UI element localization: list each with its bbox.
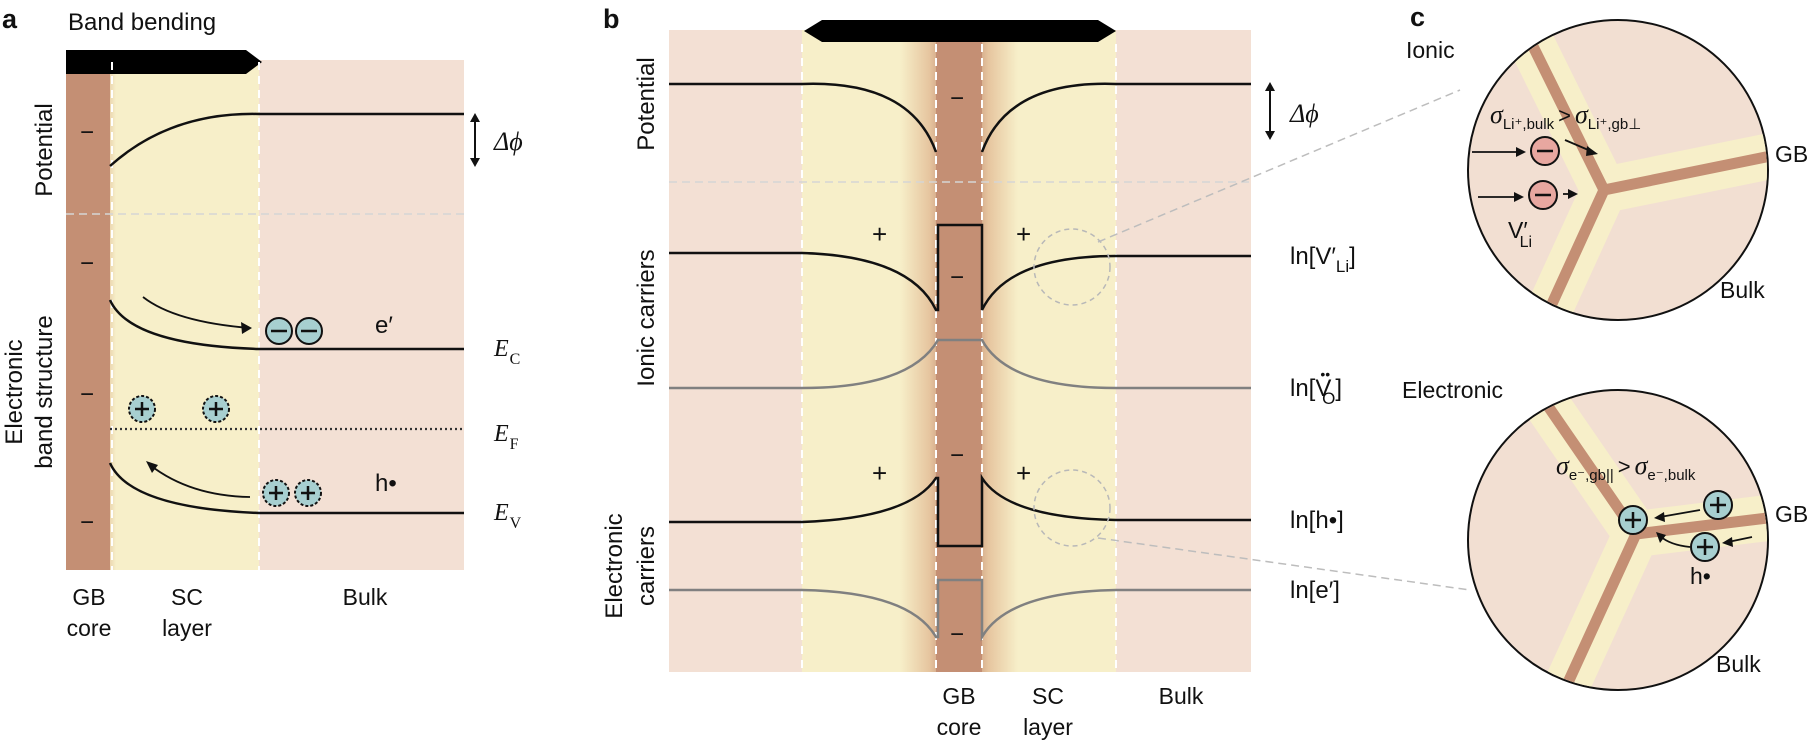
panel-a-delta-phi-label: Δϕ bbox=[493, 127, 523, 156]
panel-a-title: Band bending bbox=[68, 9, 216, 36]
panel-a-ef-label: EF bbox=[493, 421, 519, 453]
panel-b-band-bending-bar bbox=[804, 20, 1116, 42]
panel-c-electronic-title: Electronic bbox=[1402, 377, 1503, 403]
panel-b-plus-4: + bbox=[1016, 458, 1031, 488]
panel-a-sc-layer-label-1: SC bbox=[171, 584, 203, 610]
panel-a: a Band bending Δϕ − − − − bbox=[1, 4, 523, 641]
panel-c-electronic-sigma: σe⁻,gb||>σe⁻,bulk bbox=[1556, 451, 1696, 484]
panel-a-hole-arrow bbox=[149, 464, 251, 498]
panel-b-zoom-circle-ionic bbox=[1033, 228, 1111, 306]
panel-a-gb-minus-2: − bbox=[80, 250, 94, 277]
panel-b-letter: b bbox=[603, 4, 620, 34]
panel-b-ln-h-label: ln[h•] bbox=[1290, 507, 1344, 534]
panel-b-vli-curve bbox=[669, 223, 1251, 312]
panel-a-electron-label: e′ bbox=[375, 312, 393, 339]
panel-b-hole-curve bbox=[669, 473, 1251, 548]
panel-a-letter: a bbox=[2, 4, 18, 34]
panel-b-ln-vo-label: ln[V••O] bbox=[1290, 366, 1342, 408]
panel-a-gb-core-label-2: core bbox=[67, 615, 112, 641]
panel-b-electronic-label-2: carriers bbox=[633, 526, 660, 606]
connector-ionic bbox=[1097, 89, 1461, 243]
panel-b-plus-3: + bbox=[872, 458, 887, 488]
panel-a-electrons bbox=[265, 317, 323, 345]
panel-b-gb-core-label-2: core bbox=[937, 714, 982, 740]
panel-c-vacancies bbox=[1472, 136, 1598, 210]
panel-a-conduction-band bbox=[108, 299, 464, 351]
panel-b-electronic-label-1: Electronic bbox=[601, 513, 628, 618]
panel-a-electronic-label-2: band structure bbox=[31, 315, 58, 468]
panel-c-gb-label-bottom: GB bbox=[1775, 501, 1808, 527]
panel-a-holes-bulk bbox=[262, 479, 322, 507]
panel-a-electronic-label-1: Electronic bbox=[1, 339, 28, 444]
panel-c-holes bbox=[1618, 490, 1753, 562]
panel-a-ev-label: EV bbox=[493, 500, 522, 532]
panel-b-zoom-circle-electronic bbox=[1033, 469, 1111, 547]
panel-b-potential-label: Potential bbox=[633, 57, 660, 150]
panel-b-gb-minus-3: − bbox=[950, 442, 964, 469]
panel-a-sc-layer-region bbox=[112, 60, 259, 570]
panel-a-valence-band bbox=[108, 462, 464, 515]
panel-b: b − − − − + + + + bbox=[601, 4, 1356, 740]
panel-b-sc-layer-label-2: layer bbox=[1023, 714, 1073, 740]
panel-a-ec-label: EC bbox=[493, 336, 520, 368]
panel-c-gb-label-top: GB bbox=[1775, 141, 1808, 167]
panel-a-electron-arrow bbox=[142, 296, 251, 329]
panel-a-bulk-label: Bulk bbox=[343, 584, 388, 610]
panel-b-gb-minus-1: − bbox=[950, 85, 964, 112]
panel-c-letter: c bbox=[1410, 2, 1425, 32]
panel-c-vli-label: V′Li bbox=[1508, 217, 1532, 251]
connector-electronic bbox=[1097, 537, 1471, 591]
panel-b-vo-curve bbox=[669, 338, 1251, 390]
panel-b-plus-1: + bbox=[872, 219, 887, 249]
panel-c-ionic-sigma: σLi⁺,bulk>σLi⁺,gb⊥ bbox=[1490, 100, 1641, 133]
panel-c-hole-label: h• bbox=[1690, 563, 1711, 589]
panel-b-gb-core-label-1: GB bbox=[942, 683, 975, 709]
panel-b-ln-vli-label: ln[V′Li] bbox=[1290, 243, 1356, 276]
panel-c-bulk-label-bottom: Bulk bbox=[1716, 651, 1761, 677]
panel-a-sc-layer-label-2: layer bbox=[162, 615, 212, 641]
panel-b-gb-minus-4: − bbox=[950, 621, 964, 648]
panel-b-sc-layer-label-1: SC bbox=[1032, 683, 1064, 709]
panel-b-ionic-label: Ionic carriers bbox=[633, 249, 660, 386]
panel-a-holes-sc bbox=[128, 395, 230, 423]
panel-b-plus-2: + bbox=[1016, 219, 1031, 249]
panel-b-ln-e-label: ln[e′] bbox=[1290, 577, 1340, 604]
panel-b-bulk-label: Bulk bbox=[1159, 683, 1204, 709]
panel-b-gb-minus-2: − bbox=[950, 264, 964, 291]
panel-c-ionic-title: Ionic bbox=[1406, 37, 1455, 63]
panel-c: c Ionic σLi⁺,bulk>σLi⁺,gb⊥ bbox=[1402, 2, 1808, 691]
panel-a-gb-minus-1: − bbox=[80, 119, 94, 146]
panel-b-electron-curve bbox=[669, 578, 1251, 642]
panel-a-gb-minus-3: − bbox=[80, 381, 94, 408]
panel-c-ionic-circle bbox=[1467, 19, 1769, 321]
panel-a-gb-core-label-1: GB bbox=[72, 584, 105, 610]
panel-a-band-bending-bar bbox=[66, 50, 262, 74]
panel-a-hole-label: h• bbox=[375, 470, 397, 497]
panel-b-potential-curve bbox=[669, 82, 1251, 153]
panel-a-gb-minus-4: − bbox=[80, 509, 94, 536]
panel-c-bulk-label-top: Bulk bbox=[1720, 277, 1765, 303]
panel-a-potential-curve bbox=[109, 112, 464, 167]
panel-a-potential-label: Potential bbox=[31, 103, 58, 196]
panel-b-delta-phi-label: Δϕ bbox=[1289, 99, 1319, 128]
